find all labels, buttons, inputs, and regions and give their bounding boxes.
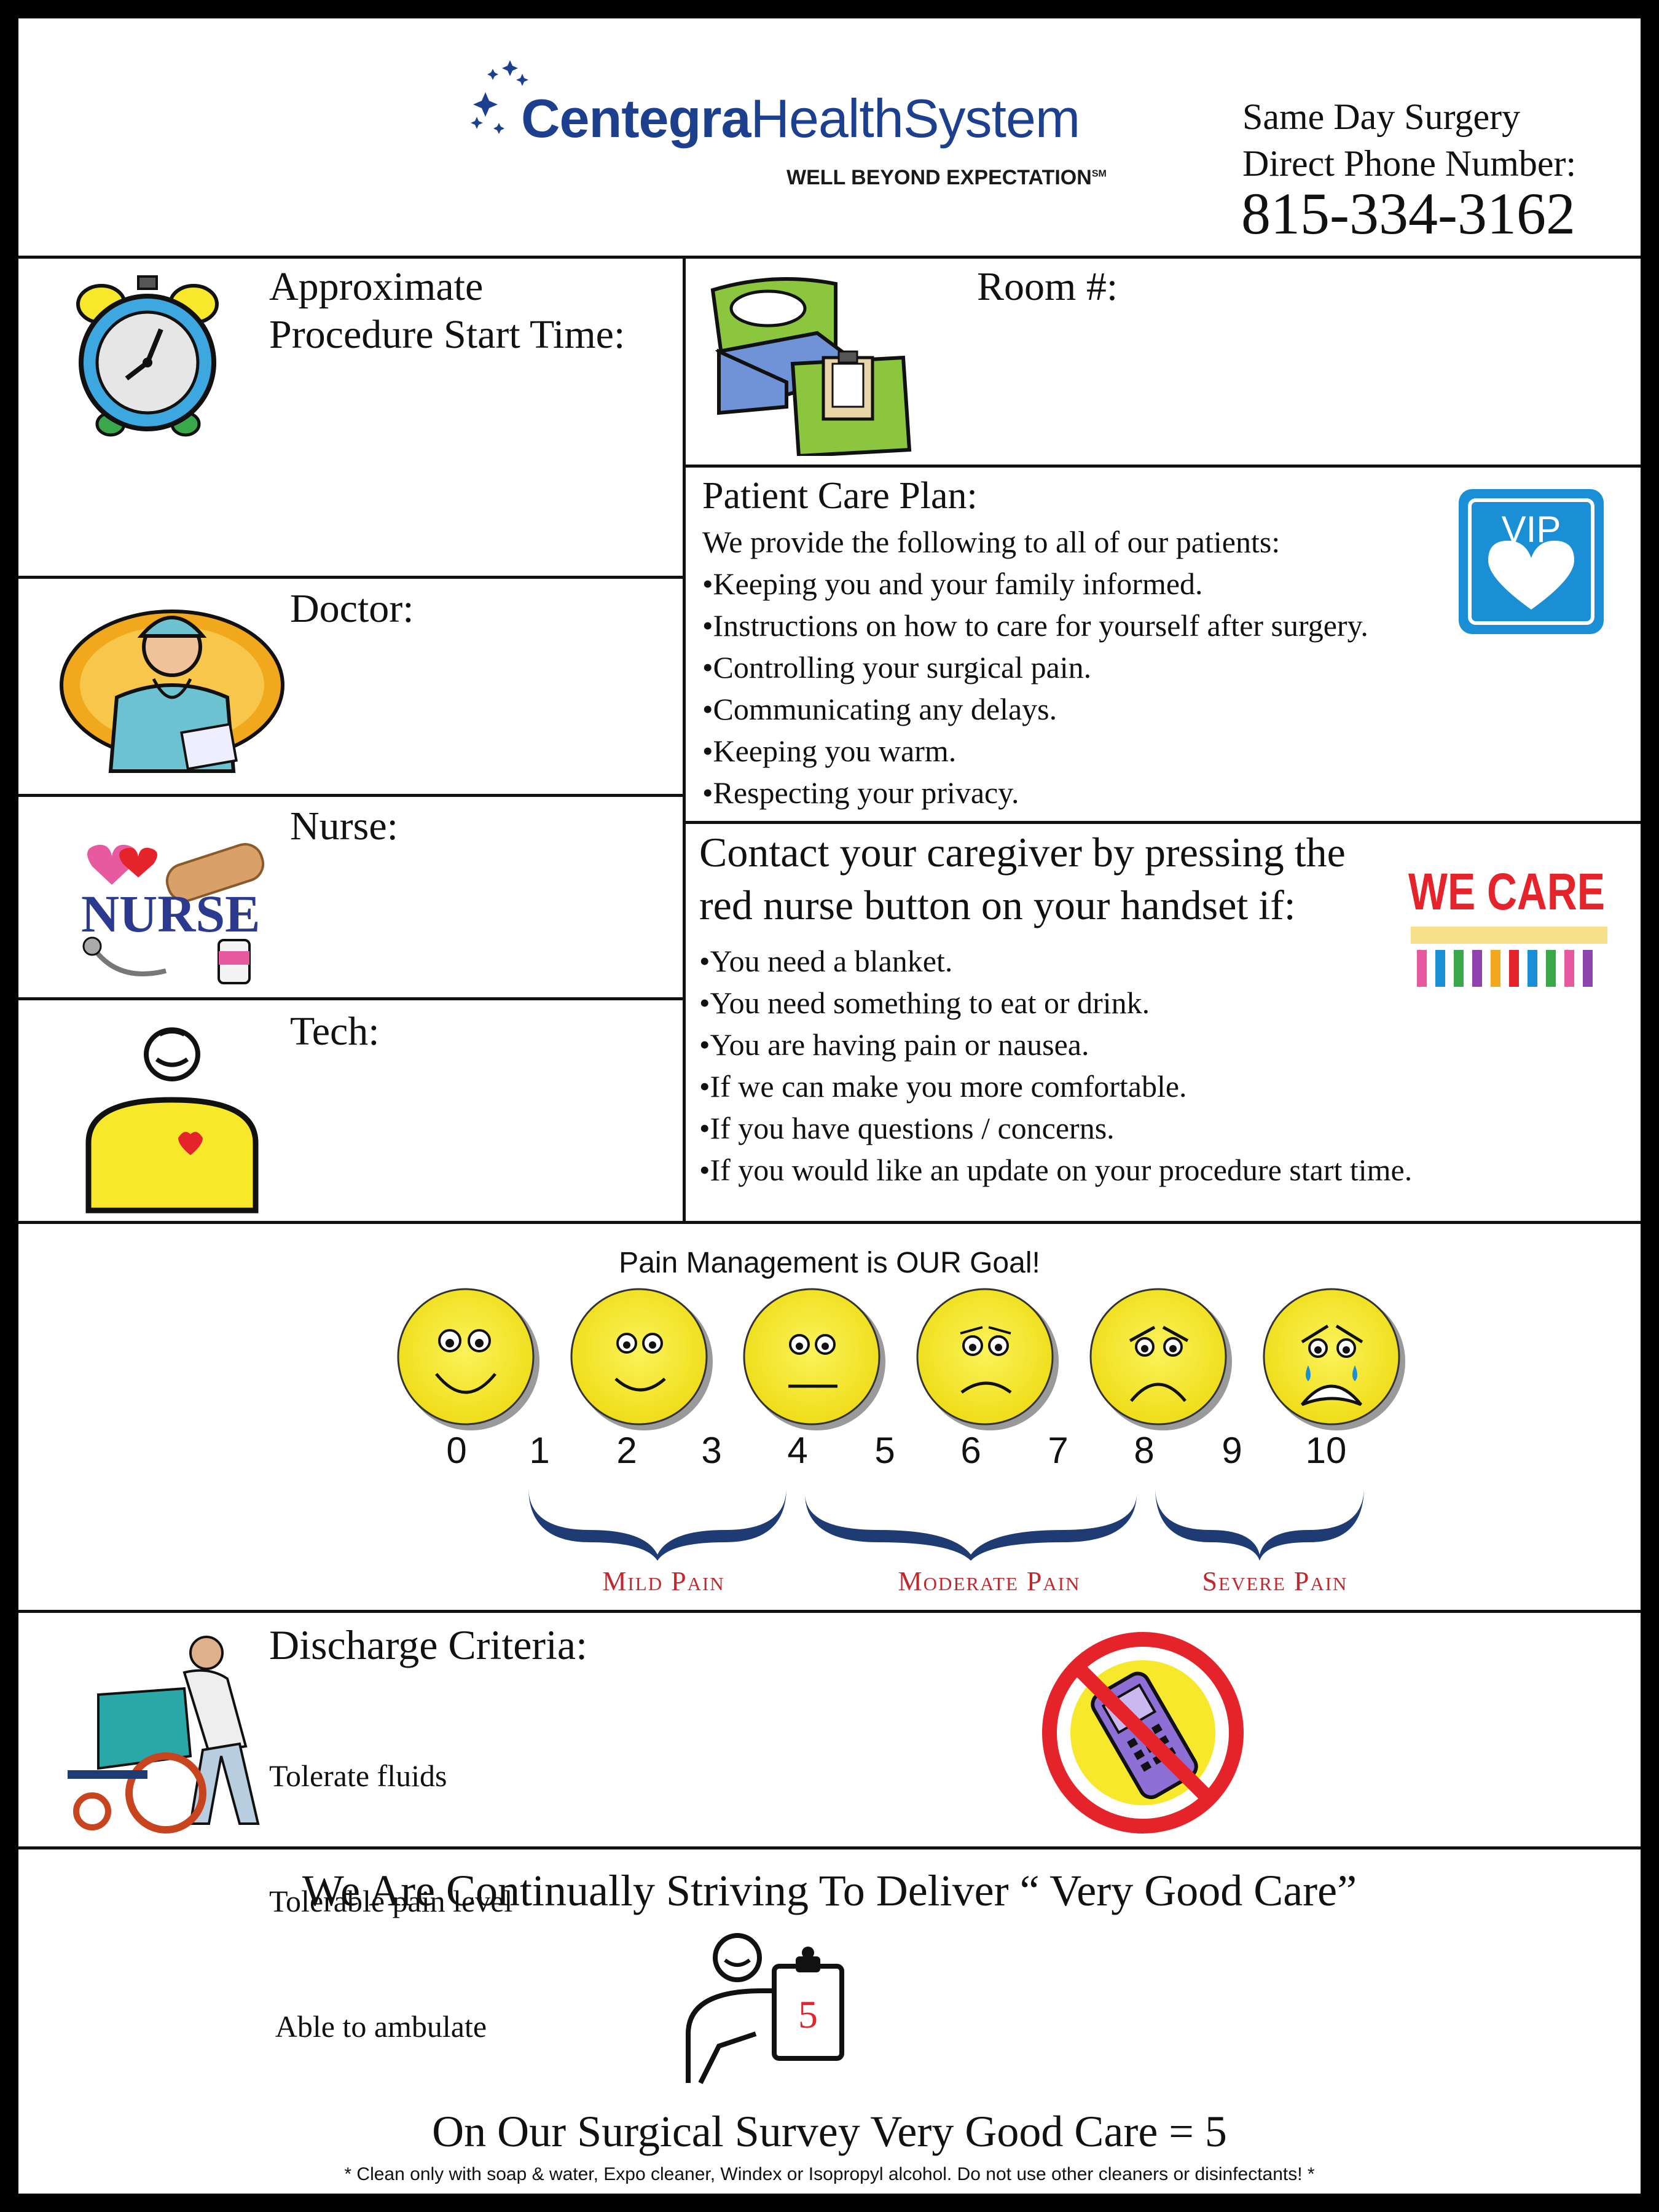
list-item: •If you would like an update on your pro… bbox=[699, 1153, 1413, 1187]
face-0-icon bbox=[397, 1288, 539, 1430]
hospital-bed-icon bbox=[700, 272, 922, 458]
scale-tick: 3 bbox=[701, 1430, 722, 1471]
scale-tick: 9 bbox=[1222, 1430, 1242, 1471]
pain-range-braces bbox=[522, 1487, 1395, 1561]
face-3-icon bbox=[916, 1288, 1059, 1430]
phone-number: 815-334-3162 bbox=[1241, 181, 1575, 246]
scale-tick: 7 bbox=[1048, 1430, 1069, 1471]
nurse-label: Nurse: bbox=[290, 804, 398, 849]
contact-title: Contact your caregiver by pressing the r… bbox=[699, 829, 1346, 928]
mild-pain-label: Mild Pain bbox=[602, 1566, 725, 1596]
svg-text:5: 5 bbox=[798, 1993, 818, 2036]
scale-tick: 5 bbox=[874, 1430, 895, 1471]
survey-clipboard-icon: 5 bbox=[676, 1929, 860, 2089]
sparkle-icon bbox=[461, 55, 547, 147]
list-item: •Keeping you warm. bbox=[702, 734, 957, 768]
vip-heart-icon: VIP bbox=[1456, 487, 1606, 637]
nurse-logo-icon: NURSE bbox=[74, 842, 270, 989]
list-item: Tolerate fluids bbox=[269, 1759, 447, 1793]
svg-text:WE CARE: WE CARE bbox=[1408, 863, 1605, 920]
divider bbox=[18, 1610, 1641, 1613]
face-2-icon bbox=[743, 1288, 885, 1430]
divider bbox=[18, 794, 683, 797]
care-plan-title: Patient Care Plan: bbox=[702, 475, 978, 517]
brand-logo-text: CentegraHealthSystem bbox=[521, 88, 1080, 149]
divider bbox=[18, 576, 683, 579]
cleaning-note: * Clean only with soap & water, Expo cle… bbox=[344, 2164, 1315, 2184]
doctor-icon bbox=[55, 593, 289, 777]
list-item: •Controlling your surgical pain. bbox=[702, 650, 1092, 684]
face-1-icon bbox=[570, 1288, 713, 1430]
divider bbox=[683, 465, 1641, 468]
face-5-icon bbox=[1263, 1288, 1405, 1430]
care-plan-intro: We provide the following to all of our p… bbox=[702, 525, 1281, 559]
list-item: •Instructions on how to care for yoursel… bbox=[702, 608, 1368, 643]
sign-sheet: CentegraHealthSystem WELL BEYOND EXPECTA… bbox=[18, 18, 1641, 2194]
scale-tick: 0 bbox=[446, 1430, 467, 1471]
start-time-label: Approximate Procedure Start Time: bbox=[269, 264, 626, 357]
face-4-icon bbox=[1089, 1288, 1232, 1430]
list-item: Tolerable pain level bbox=[269, 1884, 513, 1918]
scale-tick: 2 bbox=[616, 1430, 637, 1471]
discharge-title: Discharge Criteria: bbox=[269, 1622, 588, 1668]
phone-label: Same Day Surgery Direct Phone Number: bbox=[1242, 96, 1577, 184]
divider bbox=[18, 997, 683, 1000]
scale-tick: 4 bbox=[787, 1430, 808, 1471]
we-care-logo: WE CARE bbox=[1405, 842, 1614, 1008]
wheelchair-walker-icon bbox=[61, 1627, 276, 1836]
list-item: •If you have questions / concerns. bbox=[699, 1111, 1115, 1145]
tech-person-icon bbox=[74, 1020, 270, 1217]
list-item: •Keeping you and your family informed. bbox=[702, 567, 1203, 601]
list-item: •Respecting your privacy. bbox=[702, 775, 1019, 810]
pain-title: Pain Management is OUR Goal! bbox=[619, 1247, 1040, 1279]
divider bbox=[18, 1846, 1641, 1849]
divider bbox=[18, 1221, 1641, 1224]
contact-list: •You need a blanket. •You need something… bbox=[699, 940, 1412, 1191]
list-item: •You are having pain or nausea. bbox=[699, 1027, 1089, 1062]
scale-tick: 6 bbox=[960, 1430, 981, 1471]
brand-tagline: WELL BEYOND EXPECTATIONSM bbox=[786, 166, 1107, 189]
survey-statement: On Our Surgical Survey Very Good Care = … bbox=[432, 2107, 1227, 2156]
list-item: Able to ambulate bbox=[269, 2009, 487, 2044]
list-item: •You need something to eat or drink. bbox=[699, 986, 1150, 1020]
scale-tick: 1 bbox=[529, 1430, 550, 1471]
severe-pain-label: Severe Pain bbox=[1202, 1566, 1348, 1596]
discharge-list: Tolerate fluids Tolerable pain level Abl… bbox=[269, 1671, 512, 2131]
pain-faces bbox=[381, 1284, 1426, 1438]
list-item: •If we can make you more comfortable. bbox=[699, 1069, 1187, 1104]
divider bbox=[683, 821, 1641, 824]
care-plan-list: •Keeping you and your family informed. •… bbox=[702, 563, 1368, 814]
tech-label: Tech: bbox=[290, 1009, 380, 1054]
scale-tick: 8 bbox=[1134, 1430, 1155, 1471]
doctor-label: Doctor: bbox=[290, 586, 414, 631]
no-cell-phone-icon bbox=[1038, 1628, 1247, 1837]
svg-text:NURSE: NURSE bbox=[81, 884, 261, 943]
list-item: •You need a blanket. bbox=[699, 944, 953, 978]
moderate-pain-label: Moderate Pain bbox=[898, 1566, 1081, 1596]
list-item: •Communicating any delays. bbox=[702, 692, 1057, 726]
strive-statement: We Are Continually Striving To Deliver “… bbox=[302, 1866, 1357, 1915]
scale-tick: 10 bbox=[1305, 1430, 1347, 1471]
room-label: Room #: bbox=[977, 264, 1118, 309]
divider bbox=[18, 256, 1641, 259]
divider bbox=[683, 256, 686, 1221]
alarm-clock-icon bbox=[68, 270, 227, 442]
